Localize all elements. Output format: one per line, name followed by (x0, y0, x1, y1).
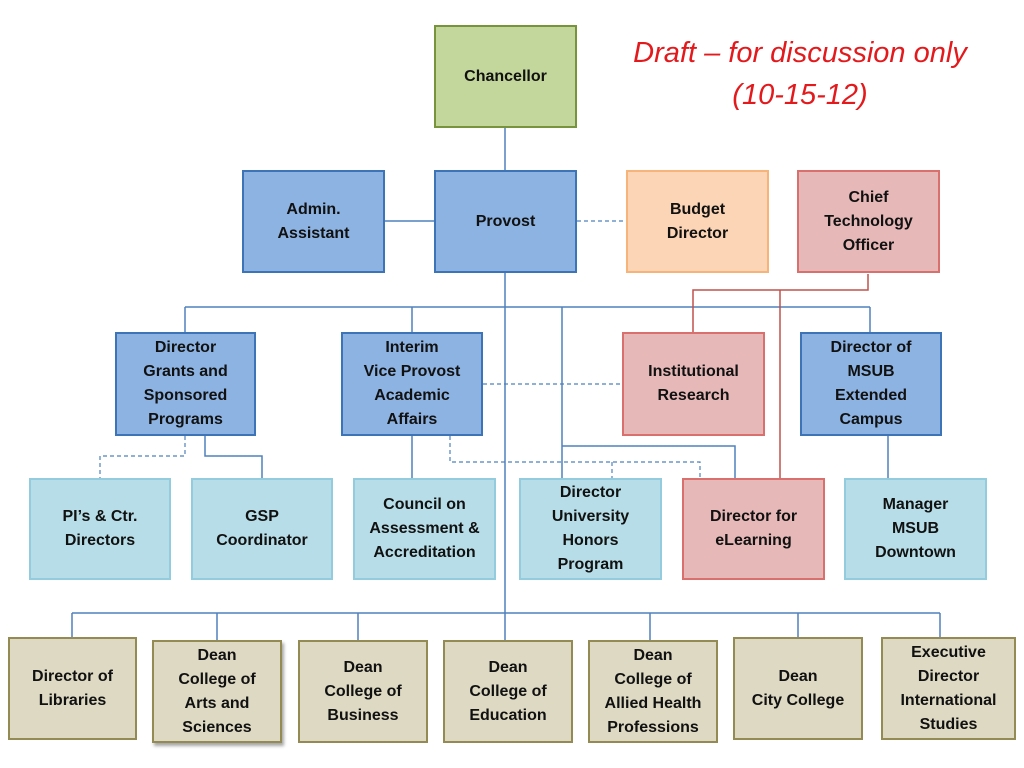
pi-directors-box: PI’s & Ctr. Directors (29, 478, 171, 580)
executive-director-international-box: Executive Director International Studies (881, 637, 1016, 740)
line-elearning-branch (562, 445, 736, 478)
cto-box: Chief Technology Officer (797, 170, 940, 273)
gsp-coordinator-box: GSP Coordinator (191, 478, 333, 580)
interim-vice-provost-box: Interim Vice Provost Academic Affairs (341, 332, 483, 436)
director-msub-extended-box: Director of MSUB Extended Campus (800, 332, 942, 436)
council-box: Council on Assessment & Accreditation (353, 478, 496, 580)
dashed-grants-pi (99, 436, 186, 478)
dean-business-box: Dean College of Business (298, 640, 428, 743)
manager-downtown-box: Manager MSUB Downtown (844, 478, 987, 580)
director-grants-box: Director Grants and Sponsored Programs (115, 332, 256, 436)
honors-director-box: Director University Honors Program (519, 478, 662, 580)
draft-note: Draft – for discussion only (10-15-12) (633, 37, 967, 111)
admin-assistant-box: Admin. Assistant (242, 170, 385, 273)
provost-box: Provost (434, 170, 577, 273)
line-grants-gsp (204, 436, 263, 478)
dean-allied-health-box: Dean College of Allied Health Profession… (588, 640, 718, 743)
budget-director-box: Budget Director (626, 170, 769, 273)
dean-arts-sciences-box: Dean College of Arts and Sciences (152, 640, 282, 743)
chancellor-box: Chancellor (434, 25, 577, 128)
elearning-director-box: Director for eLearning (682, 478, 825, 580)
dashed-vp-honors (449, 436, 701, 478)
dean-education-box: Dean College of Education (443, 640, 573, 743)
dean-city-college-box: Dean City College (733, 637, 863, 740)
director-libraries-box: Director of Libraries (8, 637, 137, 740)
institutional-research-box: Institutional Research (622, 332, 765, 436)
